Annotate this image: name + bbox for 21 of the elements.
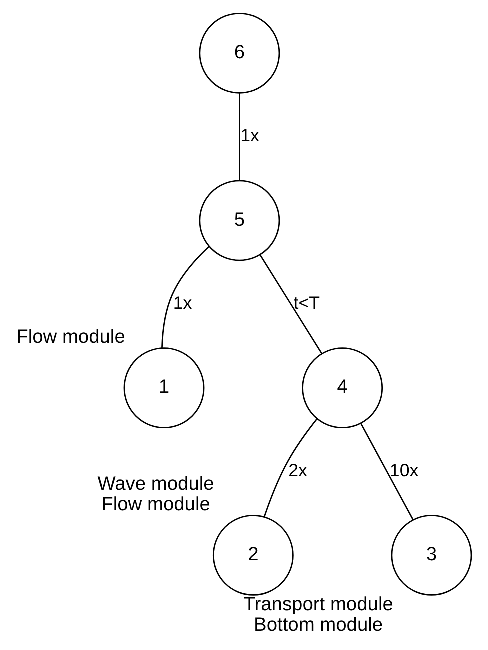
edge-label: 10x [389, 460, 418, 480]
edge-label: t<T [293, 293, 320, 314]
connector [161, 246, 210, 348]
node-label: Transport module [243, 594, 393, 616]
node-circle: 2 [212, 514, 294, 596]
edge-label: 2x [288, 460, 307, 480]
node-label: Flow module [101, 494, 210, 516]
connector [259, 254, 322, 354]
edge-label: 1x [240, 126, 259, 146]
connector [360, 423, 414, 520]
edge-label: 1x [172, 293, 192, 314]
node-circle: 4 [302, 348, 383, 429]
node-label: Wave module [97, 474, 214, 495]
node-circle: 6 [198, 12, 280, 94]
node-circle: 1 [123, 348, 204, 429]
node-circle: 5 [198, 180, 280, 262]
node-circle: 3 [390, 514, 472, 596]
connector [238, 93, 240, 180]
node-label: Flow module [16, 327, 125, 348]
node-label: Bottom module [254, 615, 383, 636]
connector [263, 418, 318, 518]
